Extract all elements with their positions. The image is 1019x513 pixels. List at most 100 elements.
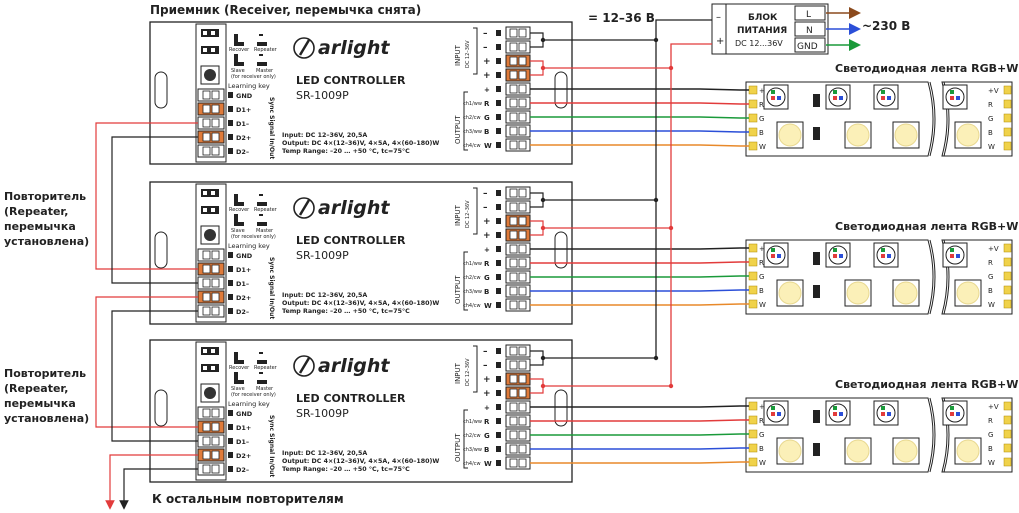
learning-key-label: Learning key xyxy=(228,242,270,250)
svg-text:БЛОК: БЛОК xyxy=(748,13,778,23)
solder-pad xyxy=(748,401,758,411)
solder-pad xyxy=(748,257,758,267)
sync-pin-label: D2– xyxy=(236,466,249,474)
jumper-block xyxy=(201,189,219,197)
output-wire xyxy=(530,261,749,264)
voltage-label: = 12–36 В xyxy=(588,11,655,25)
output-channel-label: ch1/ww xyxy=(463,101,482,107)
solder-pad xyxy=(1003,257,1012,267)
input-label: INPUT xyxy=(454,44,462,66)
solder-pad xyxy=(748,457,758,467)
solder-pad xyxy=(748,99,758,109)
master-label: Master xyxy=(256,228,274,234)
output-wire xyxy=(530,405,749,408)
spec-temp: Temp Range: –20 … +50 °C, tc=75°C xyxy=(282,307,410,315)
sync-pin-label: D1– xyxy=(236,280,249,288)
brand-logo: arlight xyxy=(318,197,390,219)
resistor xyxy=(813,410,820,423)
resistor xyxy=(813,252,820,265)
model-number: SR-1009P xyxy=(296,89,349,102)
strip-pin-label: G xyxy=(988,431,993,439)
input-pin-label: + xyxy=(483,71,491,81)
svg-text:(Repeater,: (Repeater, xyxy=(4,205,68,218)
sync-terminal xyxy=(197,262,225,276)
sync-pin-label: D1+ xyxy=(236,106,251,114)
sync-terminal xyxy=(197,304,225,318)
strip-title: Светодиодная лента RGB+W xyxy=(835,62,1018,75)
output-channel-label: ch4/cw xyxy=(463,143,481,149)
solder-pad xyxy=(748,113,758,123)
slave-label: Slave xyxy=(231,68,245,74)
sync-terminal xyxy=(197,88,225,102)
svg-text:Повторитель: Повторитель xyxy=(4,367,86,380)
output-wire xyxy=(530,247,749,250)
output-pin-label: G xyxy=(484,432,490,440)
input-sub-label: DC 12–36V xyxy=(465,200,471,228)
output-channel-label: ch1/ww xyxy=(463,419,482,425)
learning-key-label: Learning key xyxy=(228,82,270,90)
repeater-label: Repeater xyxy=(254,365,278,371)
output-pin-label: W xyxy=(484,302,492,310)
output-wire xyxy=(530,275,749,278)
sync-terminal xyxy=(197,420,225,434)
input-pin-label: – xyxy=(483,43,488,53)
brand-logo: arlight xyxy=(318,37,390,59)
output-wire xyxy=(530,303,749,306)
output-label: OUTPUT xyxy=(454,115,462,144)
repeater-switch-icon xyxy=(257,194,267,206)
recover-label: Recover xyxy=(229,365,250,371)
sync-wire xyxy=(95,296,198,428)
output-pin-label: W xyxy=(484,142,492,150)
output-channel-label: ch2/cw xyxy=(463,433,481,439)
spec-input: Input: DC 12–36V, 20,5A xyxy=(282,292,367,299)
svg-text:(Repeater,: (Repeater, xyxy=(4,382,68,395)
output-wire xyxy=(530,419,749,422)
repeater-switch-icon xyxy=(257,34,267,46)
solder-pad xyxy=(748,415,758,425)
output-wire xyxy=(530,447,749,450)
solder-pad xyxy=(1003,85,1012,95)
output-pin-label: B xyxy=(484,128,489,136)
slave-label: Slave xyxy=(231,228,245,234)
solder-pad xyxy=(748,243,758,253)
solder-pad xyxy=(1003,113,1012,123)
for-receiver-label: (for receiver only) xyxy=(231,74,276,80)
output-wire xyxy=(530,289,749,292)
svg-text:Повторитель: Повторитель xyxy=(4,190,86,203)
output-channel-label: ch3/ww xyxy=(463,289,482,295)
slave-label: Slave xyxy=(231,386,245,392)
strip-pin-label: G xyxy=(759,431,764,439)
strip-pin-label: B xyxy=(759,445,764,453)
power-supply: – + БЛОК ПИТАНИЯ DC 12...36V L N GND xyxy=(711,3,829,55)
sync-signal-label: Sync Signal In/Out xyxy=(268,415,275,477)
strip-pin-label: G xyxy=(988,273,993,281)
model-number: SR-1009P xyxy=(296,407,349,420)
mount-slot xyxy=(154,231,168,269)
strip-pin-label: B xyxy=(759,287,764,295)
svg-text:ПИТАНИЯ: ПИТАНИЯ xyxy=(737,26,787,36)
output-channel-label: ch2/cw xyxy=(463,275,481,281)
solder-pad xyxy=(1003,243,1012,253)
strip-pin-label: R xyxy=(988,417,993,425)
sync-terminal xyxy=(197,462,225,476)
strip-pin-label: W xyxy=(759,301,766,309)
recover-switch-icon xyxy=(234,34,244,46)
svg-text:+: + xyxy=(716,36,724,47)
brand-logo: arlight xyxy=(318,355,390,377)
output-wire xyxy=(530,102,749,105)
input-label: INPUT xyxy=(454,362,462,384)
output-pin-label: G xyxy=(484,114,490,122)
solder-pad xyxy=(748,299,758,309)
input-sub-label: DC 12–36V xyxy=(465,358,471,386)
sync-wire-out xyxy=(119,468,198,510)
solder-pad xyxy=(1003,127,1012,137)
input-sub-label: DC 12–36V xyxy=(465,40,471,68)
sync-pin-label: D1+ xyxy=(236,266,251,274)
sync-pin-label: D2– xyxy=(236,308,249,316)
svg-text:GND: GND xyxy=(797,42,818,52)
sync-pin-label: GND xyxy=(236,410,253,418)
input-pin-label: + xyxy=(483,389,491,399)
